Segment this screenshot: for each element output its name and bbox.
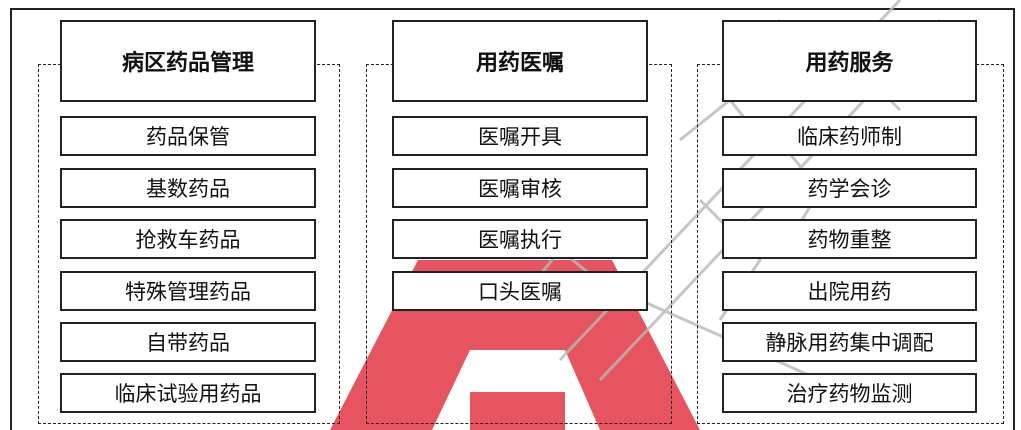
item-box: 出院用药 — [722, 271, 977, 311]
item-box: 静脉用药集中调配 — [722, 322, 977, 362]
column-header-ward-drug-management: 病区药品管理 — [60, 20, 316, 102]
item-box: 临床药师制 — [722, 116, 977, 156]
column-header-medication-orders: 用药医嘱 — [392, 20, 648, 102]
item-box: 医嘱开具 — [392, 116, 648, 156]
item-box: 口头医嘱 — [392, 271, 648, 311]
item-box: 药品保管 — [60, 116, 316, 156]
item-box: 药物重整 — [722, 219, 977, 259]
item-box: 自带药品 — [60, 322, 316, 362]
item-box: 抢救车药品 — [60, 219, 316, 259]
item-box: 医嘱执行 — [392, 219, 648, 259]
column-header-pharmacy-services: 用药服务 — [722, 20, 977, 102]
item-box: 医嘱审核 — [392, 168, 648, 208]
item-box: 治疗药物监测 — [722, 373, 977, 413]
outer-frame — [10, 8, 1015, 430]
item-box: 特殊管理药品 — [60, 271, 316, 311]
item-box: 基数药品 — [60, 168, 316, 208]
item-box: 临床试验用药品 — [60, 373, 316, 413]
item-box: 药学会诊 — [722, 168, 977, 208]
